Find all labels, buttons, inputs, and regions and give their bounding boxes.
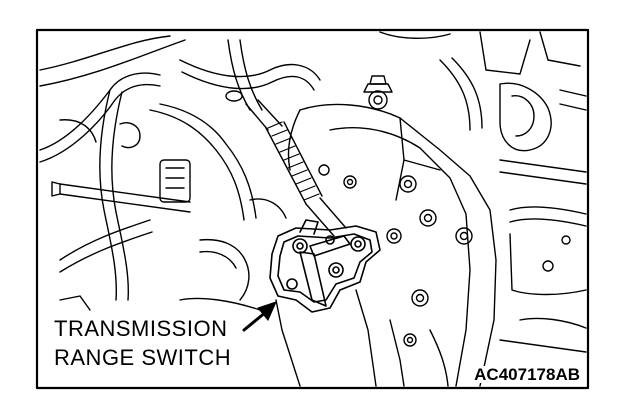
transmission-case: [299, 103, 497, 387]
callout-label-line-2: RANGE SWITCH: [52, 345, 234, 370]
control-rod: [59, 183, 191, 203]
leader-arrow: [242, 301, 277, 332]
bolt-top: [363, 75, 393, 110]
hose-left-upper: [39, 35, 171, 71]
figure-frame: [35, 28, 590, 390]
range-switch-part: [269, 219, 381, 313]
callout-label-line-1: TRANSMISSION: [52, 316, 230, 341]
case-bolts: [318, 164, 473, 307]
figure-code: AC407178AB: [472, 365, 582, 384]
cable-boot-spring: [267, 121, 320, 201]
line-art: [35, 28, 590, 390]
